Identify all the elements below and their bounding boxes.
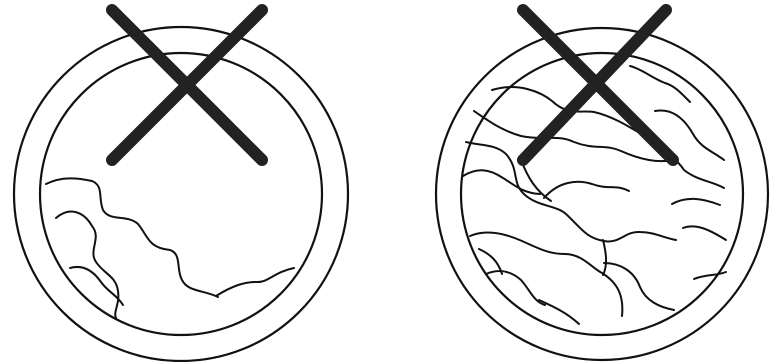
left-panel xyxy=(14,10,348,361)
right-crack-6 xyxy=(486,271,545,305)
right-crack-4 xyxy=(463,170,540,194)
left-crack-1 xyxy=(46,178,218,297)
right-crack-10 xyxy=(683,226,726,240)
right-crack-17 xyxy=(603,240,606,275)
right-crack-12 xyxy=(630,66,690,102)
right-crack-15 xyxy=(544,182,629,198)
right-crack-7 xyxy=(539,300,579,324)
right-x-mark xyxy=(523,10,673,160)
left-crack-3 xyxy=(70,267,123,305)
right-crack-3 xyxy=(466,142,676,241)
right-cracks xyxy=(463,66,726,324)
right-crack-9 xyxy=(672,199,720,205)
right-crack-8 xyxy=(604,263,674,310)
left-crack-2 xyxy=(56,212,118,318)
right-crack-11 xyxy=(694,272,726,279)
left-x-mark xyxy=(112,10,262,160)
right-panel xyxy=(436,10,768,360)
